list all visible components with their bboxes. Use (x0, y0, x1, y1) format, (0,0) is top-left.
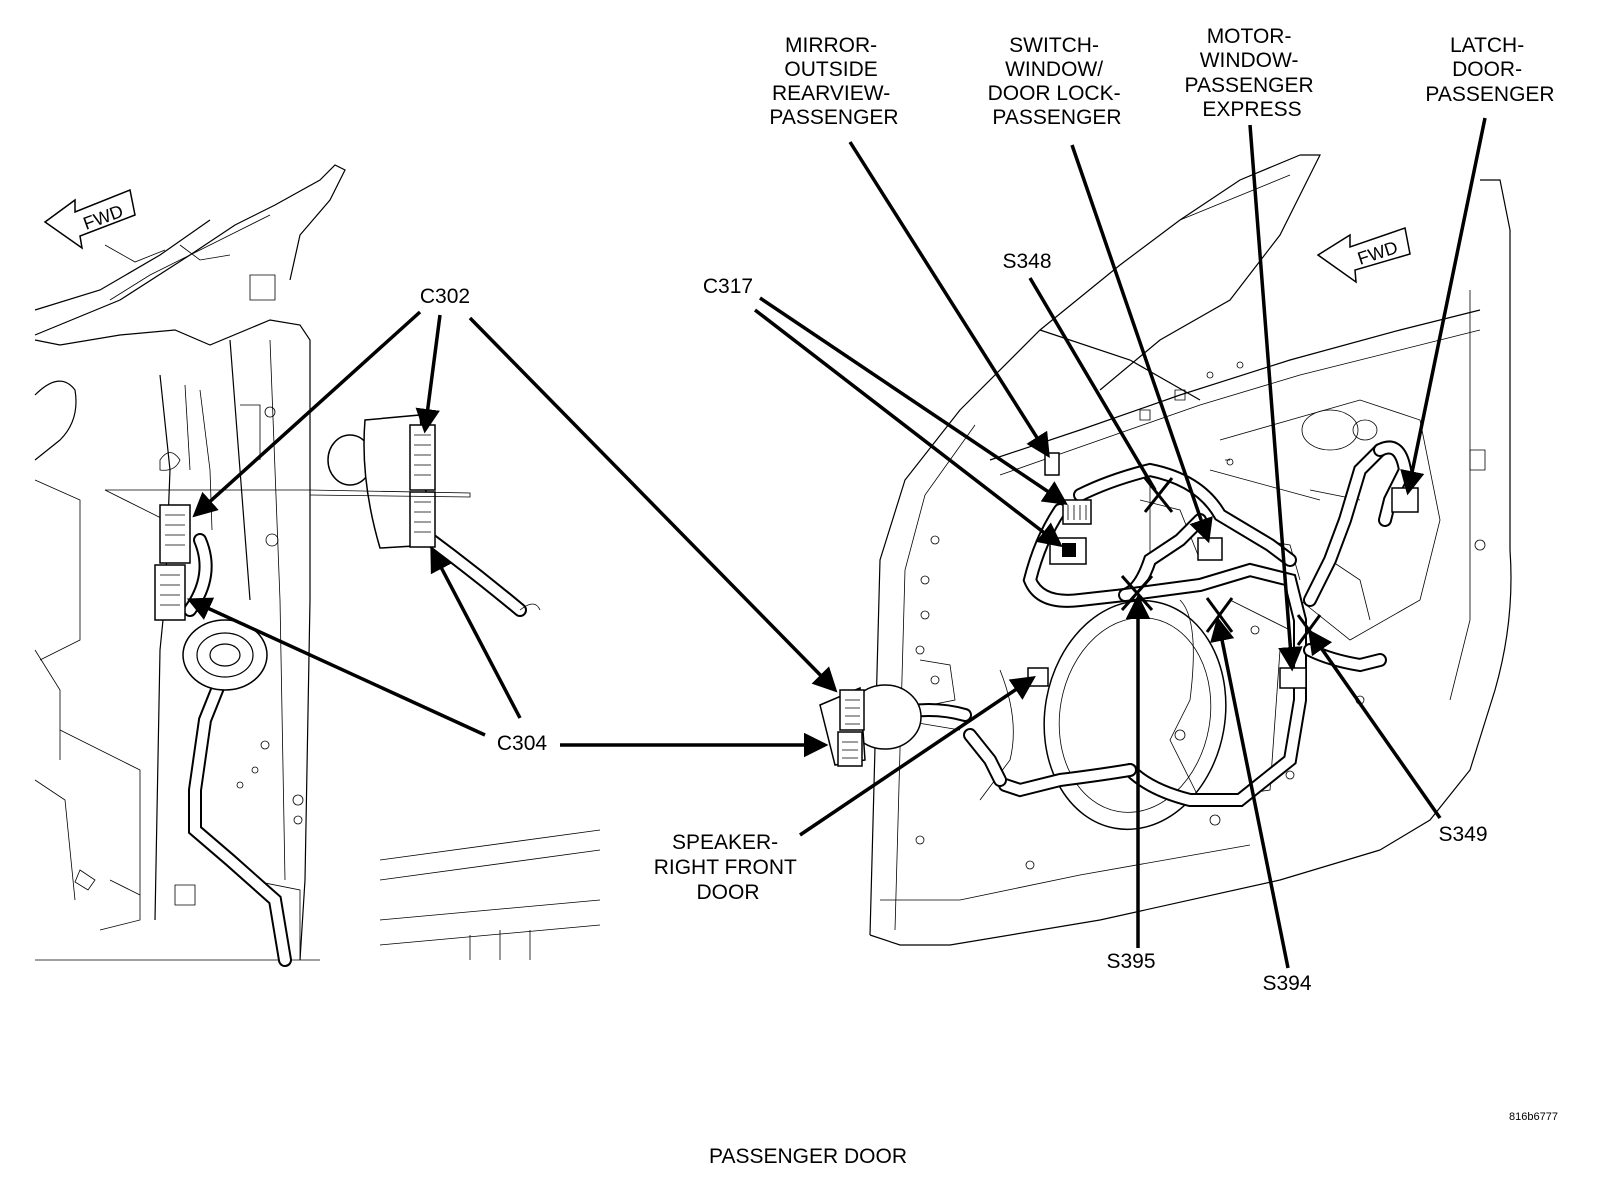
c304-label: C304 (497, 732, 548, 755)
switch-callout: SWITCH- WINDOW/ DOOR LOCK- PASSENGER (988, 34, 1127, 129)
motor-callout: MOTOR- WINDOW- PASSENGER EXPRESS (1185, 25, 1320, 121)
figure-id: 816b6777 (1509, 1111, 1558, 1123)
mirror-connector (1044, 452, 1060, 476)
s348-label: S348 (1002, 250, 1051, 273)
switch-connector (1197, 537, 1223, 561)
c317-label: C317 (703, 275, 753, 298)
right-door-view: FWD (819, 154, 1512, 946)
fwd-arrow-left: FWD (43, 188, 136, 250)
diagram-caption: PASSENGER DOOR (709, 1145, 907, 1168)
c302-c304-door-connector (819, 684, 972, 767)
latch-connector (1391, 487, 1419, 513)
leader-lines (186, 117, 1487, 969)
speaker-callout: SPEAKER- RIGHT FRONT DOOR (654, 831, 803, 904)
c302-label: C302 (420, 285, 470, 308)
left-body-view: FWD (34, 164, 601, 967)
latch-callout: LATCH- DOOR- PASSENGER (1425, 34, 1554, 106)
s394-label: S394 (1262, 972, 1311, 995)
c302-c304-body-connector (154, 504, 191, 621)
callout-labels: MIRROR- OUTSIDE REARVIEW- PASSENGER SWIT… (420, 25, 1555, 995)
s395-label: S395 (1106, 950, 1155, 973)
mirror-callout: MIRROR- OUTSIDE REARVIEW- PASSENGER (769, 34, 898, 129)
speaker-connector (1027, 667, 1049, 687)
fwd-label-left: FWD (81, 201, 126, 234)
s349-label: S349 (1438, 823, 1487, 846)
fwd-arrow-right: FWD (1316, 227, 1411, 284)
detached-connector-center (309, 414, 541, 617)
motor-connector (1279, 667, 1307, 689)
